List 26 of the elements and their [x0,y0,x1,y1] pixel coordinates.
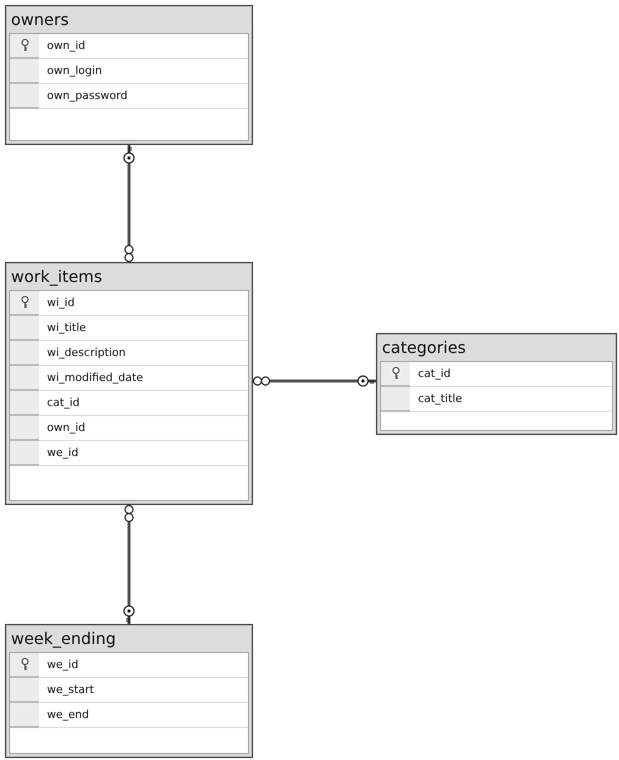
relationship-line [252,375,376,387]
column-name: wi_modified_date [39,366,248,391]
column-name: we_id [39,441,248,466]
column-name: own_password [39,84,248,109]
column-name: cat_id [39,391,248,416]
column-name: own_login [39,59,248,84]
table-title: work_items [10,266,104,288]
column-name: we_id [39,653,248,678]
table-box [5,624,253,758]
column-name: we_start [39,678,248,703]
relationship-line [123,145,135,262]
column-name: cat_id [410,362,612,387]
table-box [5,262,253,505]
table-box [376,333,617,435]
table-box [5,5,253,145]
column-name: wi_id [39,291,248,316]
column-name: own_id [39,416,248,441]
column-name: cat_title [410,387,612,412]
table-title: owners [10,9,70,31]
column-name: wi_title [39,316,248,341]
column-name: own_id [39,34,248,59]
column-name: wi_description [39,341,248,366]
table-title: categories [381,337,467,359]
column-name: we_end [39,703,248,728]
table-title: week_ending [10,628,117,650]
relationship-line [123,504,135,624]
